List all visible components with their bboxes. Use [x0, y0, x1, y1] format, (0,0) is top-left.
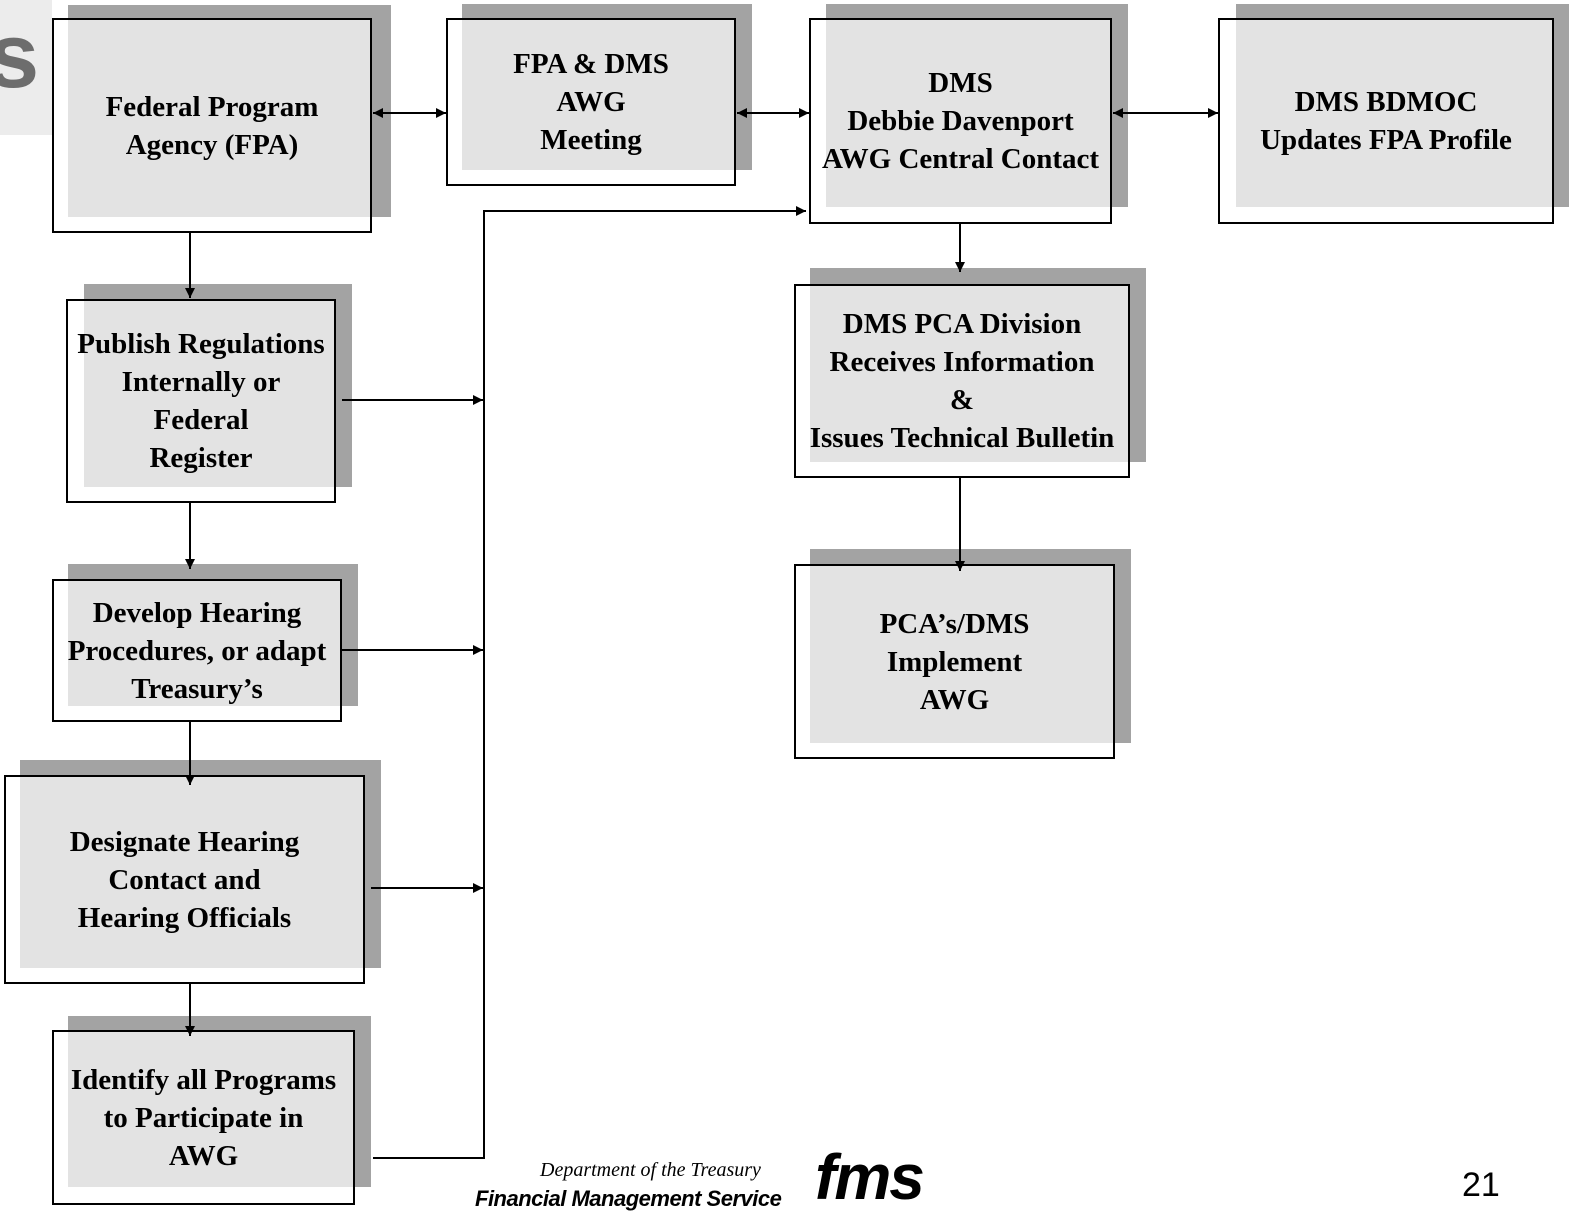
implement-fill — [810, 566, 1113, 743]
awg-meeting-label: FPA & DMS AWG Meeting — [513, 48, 669, 156]
implement-node: PCA’s/DMS Implement AWG — [794, 564, 1115, 759]
fpa-fill — [68, 20, 371, 217]
publish-fill — [84, 301, 334, 487]
page-number: 21 — [1462, 1166, 1500, 1204]
identify-programs-fill — [68, 1032, 353, 1187]
identify-programs-node: Identify all Programs to Participate in … — [52, 1030, 355, 1205]
bdmoc-node: DMS BDMOC Updates FPA Profile — [1218, 18, 1554, 224]
pca-division-label: DMS PCA Division Receives Information & … — [809, 308, 1115, 454]
dms-contact-node: DMS Debbie Davenport AWG Central Contact — [809, 18, 1112, 224]
dms-contact-fill — [826, 19, 1110, 207]
hearing-officials-node: Designate Hearing Contact and Hearing Of… — [4, 775, 365, 984]
footer-service-name: Financial Management Service — [475, 1186, 782, 1211]
hearing-officials-fill — [20, 777, 363, 968]
awg-meeting-node: FPA & DMS AWG Meeting — [446, 18, 736, 186]
hearing-officials-label: Designate Hearing Contact and Hearing Of… — [69, 825, 300, 934]
identify-programs-label: Identify all Programs to Participate in … — [70, 1063, 337, 1172]
hearing-procedures-node: Develop Hearing Procedures, or adapt Tre… — [52, 579, 342, 722]
fms-logo: fms — [815, 1141, 925, 1213]
awg-meeting-fill — [462, 19, 734, 170]
corner-title-fragment: s — [0, 0, 52, 135]
bdmoc-fill — [1236, 19, 1552, 207]
pca-division-node: DMS PCA Division Receives Information & … — [794, 284, 1130, 478]
bdmoc-label: DMS BDMOC Updates FPA Profile — [1260, 86, 1512, 156]
implement-label: PCA’s/DMS Implement AWG — [879, 607, 1030, 716]
hearing-procedures-fill — [68, 581, 340, 706]
footer-department: Department of the Treasury — [540, 1159, 761, 1181]
hearing-procedures-label: Develop Hearing Procedures, or adapt Tre… — [67, 596, 327, 705]
fpa-label: Federal Program Agency (FPA) — [105, 90, 319, 161]
publish-node: Publish Regulations Internally or Federa… — [66, 299, 336, 503]
dms-contact-label: DMS Debbie Davenport AWG Central Contact — [821, 67, 1100, 175]
arrow-identify-bus-dms — [373, 206, 806, 1159]
pca-division-fill — [810, 286, 1128, 462]
fpa-node: Federal Program Agency (FPA) — [52, 18, 372, 233]
publish-label: Publish Regulations Internally or Federa… — [77, 328, 325, 474]
